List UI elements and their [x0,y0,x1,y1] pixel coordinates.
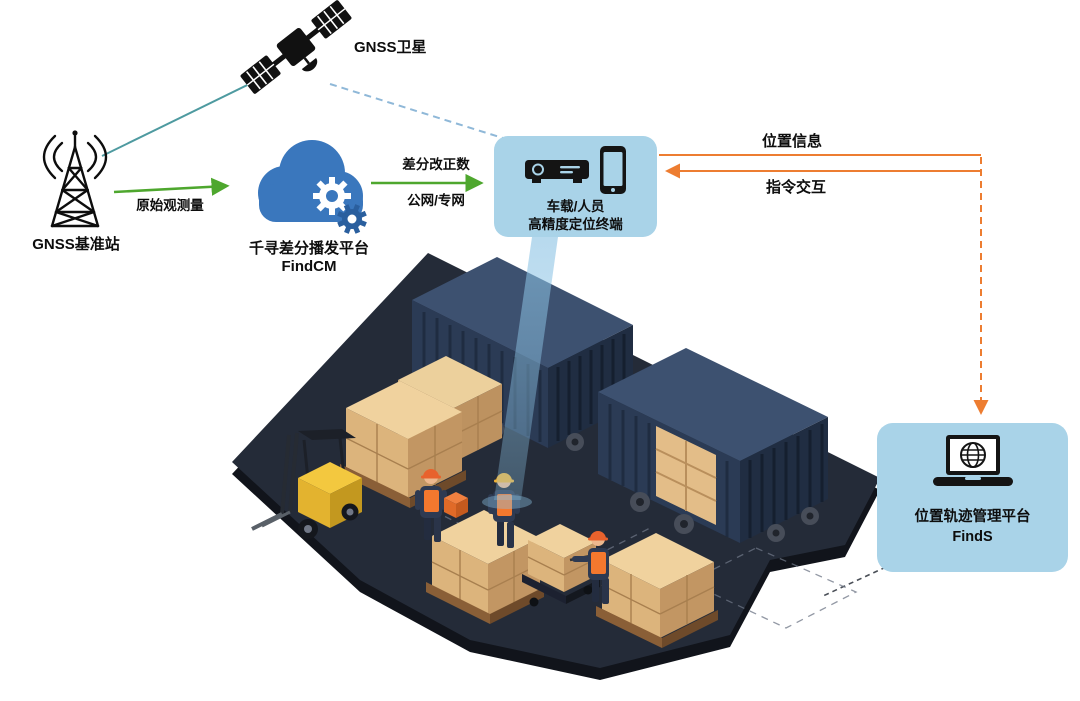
terminal-label-line1: 车载/人员 [546,199,605,214]
terminal-label-line2: 高精度定位终端 [528,217,623,233]
correction-label-line2: 公网/专网 [407,193,465,208]
pallet-stack-right [596,533,718,648]
worker-3 [572,531,609,604]
correction-label-line1: 差分改正数 [402,157,470,172]
management-platform-panel: 位置轨迹管理平台 FindS [877,423,1068,572]
management-platform-name: 位置轨迹管理平台 [914,509,1031,525]
gear-icon-white [313,177,351,215]
gear-icon-blue [337,204,367,234]
connector-platform-to-yard [822,566,887,597]
connector-satellite-to-base-station [101,72,273,157]
cloud-platform-name: 千寻差分播发平台 [248,240,369,257]
raw-observation-label: 原始观测量 [136,198,204,213]
yard-platform [232,253,880,668]
connector-raw-observation-arrow [113,177,230,196]
cloud-platform-product: FindCM [281,258,337,275]
shipping-container-2 [598,348,828,543]
carried-box [444,492,468,518]
positioning-beam [482,237,558,509]
lane-markings [351,469,858,629]
worker-1 [415,469,447,542]
smartphone-icon [600,146,626,194]
laptop-globe-icon [932,435,1013,486]
connector-position-info-arrow [659,154,989,415]
satellite-label: GNSS卫星 [354,39,427,56]
container-2-wheels [630,492,819,542]
cloud-gear-icon [258,140,367,234]
management-platform-product: FindS [952,528,993,545]
base-station-label: GNSS基准站 [32,236,120,253]
base-station-icon [42,130,108,228]
gnss-satellite-icon [240,0,352,94]
connector-satellite-to-terminal [329,83,507,140]
command-interaction-label: 指令交互 [766,179,827,196]
receiver-box-icon [525,160,589,183]
position-info-label: 位置信息 [762,133,823,150]
yard-scene [232,237,880,680]
forklift [251,429,362,539]
terminal-panel: 车载/人员 高精度定位终端 [494,136,657,237]
